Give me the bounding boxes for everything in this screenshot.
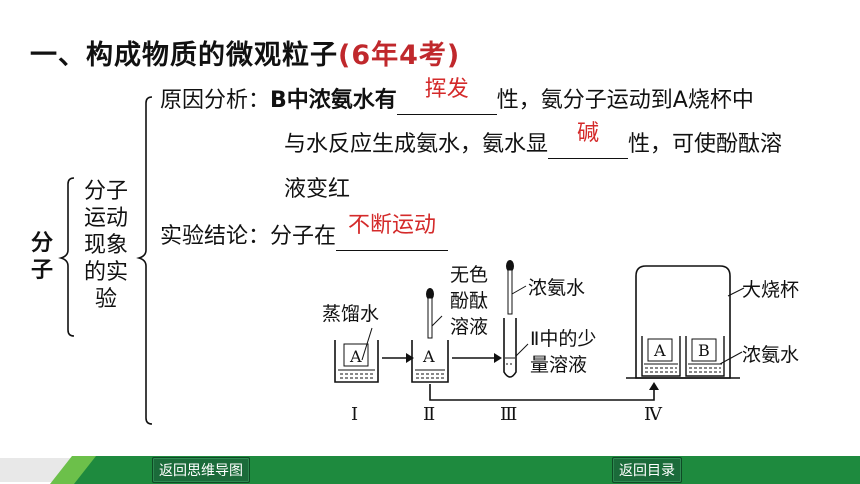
step-label-ii: Ⅱ (423, 404, 436, 425)
conclusion-line: 实验结论：分子在不断运动 (160, 213, 449, 251)
category-line: 验 (94, 287, 117, 312)
beaker-label-b: B (698, 341, 710, 360)
analysis-label: 原因分析： (160, 88, 271, 113)
large-beaker-iv (626, 265, 745, 379)
label-line: 无色 (450, 264, 489, 286)
category-line: 的实 (83, 260, 128, 285)
side-label-text: 分子 (30, 231, 53, 283)
back-to-mindmap-button[interactable]: 返回思维导图 (152, 457, 250, 483)
label-distilled-water: 蒸馏水 (322, 303, 380, 325)
test-tube-iii (503, 260, 529, 378)
analysis-line-3: 液变红 (284, 176, 350, 204)
conclusion-text: 分子在 (270, 224, 337, 249)
analysis-line-2: 与水反应生成氨水，氨水显 碱 性，可使酚酞溶 (284, 121, 783, 159)
back-to-catalog-button[interactable]: 返回目录 (612, 457, 682, 483)
label-big-beaker: 大烧杯 (742, 279, 800, 301)
bottom-nav-bar (0, 456, 860, 484)
category-line: 运动 (83, 206, 128, 231)
answer-blank: 挥发 (396, 77, 497, 115)
analysis-text: 性，氨分子运动到A烧杯中 (496, 88, 754, 113)
analysis-text: 与水反应生成氨水，氨水显 (284, 132, 549, 157)
analysis-text: 性，可使酚酞溶 (628, 132, 783, 157)
analysis-text: 液变红 (284, 177, 351, 202)
answer-text: 碱 (577, 121, 600, 146)
section-title: 一、构成物质的微观粒子(6年4考) (30, 33, 460, 72)
answer-blank: 不断运动 (336, 213, 449, 251)
beaker-ii (411, 288, 449, 383)
beaker-i (334, 327, 379, 383)
label-line: 酚酞 (450, 290, 489, 312)
label-line: Ⅱ中的少 (530, 328, 597, 350)
beaker-label-a: A (423, 347, 435, 366)
answer-text: 不断运动 (348, 213, 437, 238)
label-line: 溶液 (450, 316, 489, 338)
conclusion-label: 实验结论： (160, 224, 271, 249)
side-label: 分子 (30, 230, 54, 284)
beaker-label-a: A (350, 347, 362, 366)
analysis-line-1: 原因分析：B中浓氨水有 挥发 性，氨分子运动到A烧杯中 (160, 77, 754, 115)
experiment-category: 分子 运动 现象 的实 验 (78, 178, 134, 313)
answer-blank: 碱 (548, 121, 629, 159)
label-phenolphthalein: 无色 酚酞 溶液 (450, 262, 488, 340)
step-label-iv: Ⅳ (644, 404, 662, 425)
section-title-text: 一、构成物质的微观粒子 (30, 40, 338, 71)
category-line: 分子 (83, 179, 128, 204)
exam-count: (6年4考) (338, 40, 461, 71)
category-line: 现象 (83, 233, 128, 258)
analysis-text: B中浓氨水有 (270, 88, 397, 113)
step-label-i: Ⅰ (351, 404, 359, 425)
beaker-label-a: A (654, 341, 666, 360)
label-small-sample: Ⅱ中的少 量溶液 (530, 326, 596, 378)
label-ammonia-top: 浓氨水 (528, 277, 586, 299)
answer-text: 挥发 (424, 77, 469, 102)
step-label-iii: Ⅲ (500, 404, 518, 425)
label-line: 量溶液 (530, 354, 588, 376)
label-ammonia-right: 浓氨水 (742, 344, 800, 366)
